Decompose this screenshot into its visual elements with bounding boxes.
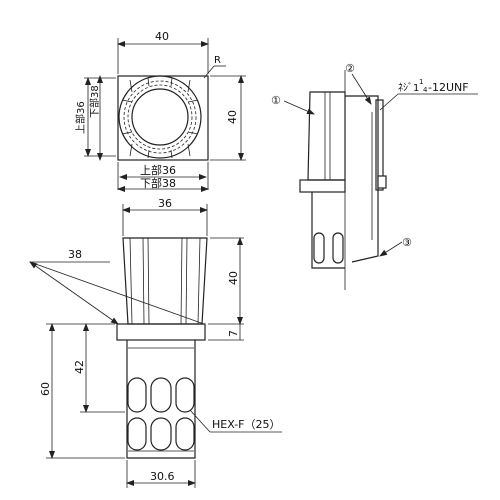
front-height-7-label: 7: [227, 330, 240, 337]
front-bottom-width-label: 30.6: [150, 470, 175, 483]
front-view: 36 38 40 7 42 60 HEX-F（25） 30.6: [29, 197, 282, 488]
front-body: [122, 237, 208, 325]
top-height-label: 40: [226, 110, 239, 124]
top-view: 40 R 40 上部36 下部38 上部36 下部38: [74, 30, 246, 192]
callout-2: ②: [345, 62, 355, 75]
top-view-dashed-ring-inner: [127, 84, 193, 150]
callout-1: ①: [271, 94, 281, 107]
front-stem-hex-pockets: [127, 377, 195, 451]
top-view-ribs: [121, 77, 199, 159]
thread-label-sup: 1: [419, 78, 423, 86]
top-view-outer-ring: [118, 75, 202, 159]
hex-label: HEX-F（25）: [212, 418, 281, 431]
side-nut: [377, 175, 387, 189]
front-stem: [126, 340, 196, 459]
top-view-inner-bore: [131, 88, 189, 146]
bottom-upper-label: 上部36: [140, 163, 176, 177]
radius-label: R: [214, 55, 221, 66]
thread-label-suffix: -12UNF: [428, 81, 469, 94]
front-height-60-label: 60: [39, 382, 52, 396]
side-view: ① ② ﾈｼﾞ1 1 4 -12UNF ③: [271, 62, 478, 290]
bottom-lower-label: 下部38: [140, 176, 176, 190]
thread-label-prefix: ﾈｼﾞ1: [398, 82, 419, 94]
side-body: [307, 91, 346, 181]
callout-3: ③: [402, 236, 412, 249]
side-bracket: [345, 95, 379, 263]
side-bolt: [375, 99, 384, 191]
left-lower-label: 下部38: [88, 85, 101, 118]
side-stem-pockets: [313, 232, 344, 264]
thread-label-sub: 4: [423, 86, 428, 94]
front-diag-label: 38: [68, 248, 82, 261]
top-view-dashed-ring: [123, 80, 197, 154]
front-flange: [116, 323, 206, 341]
left-upper-label: 上部36: [74, 101, 87, 134]
front-body-grooves: [129, 237, 201, 325]
front-height-40-label: 40: [227, 271, 240, 285]
front-top-width-label: 36: [158, 197, 172, 210]
side-stem: [311, 192, 345, 269]
side-flange: [299, 179, 346, 193]
front-height-42-label: 42: [73, 360, 86, 374]
top-width-label: 40: [155, 30, 169, 43]
